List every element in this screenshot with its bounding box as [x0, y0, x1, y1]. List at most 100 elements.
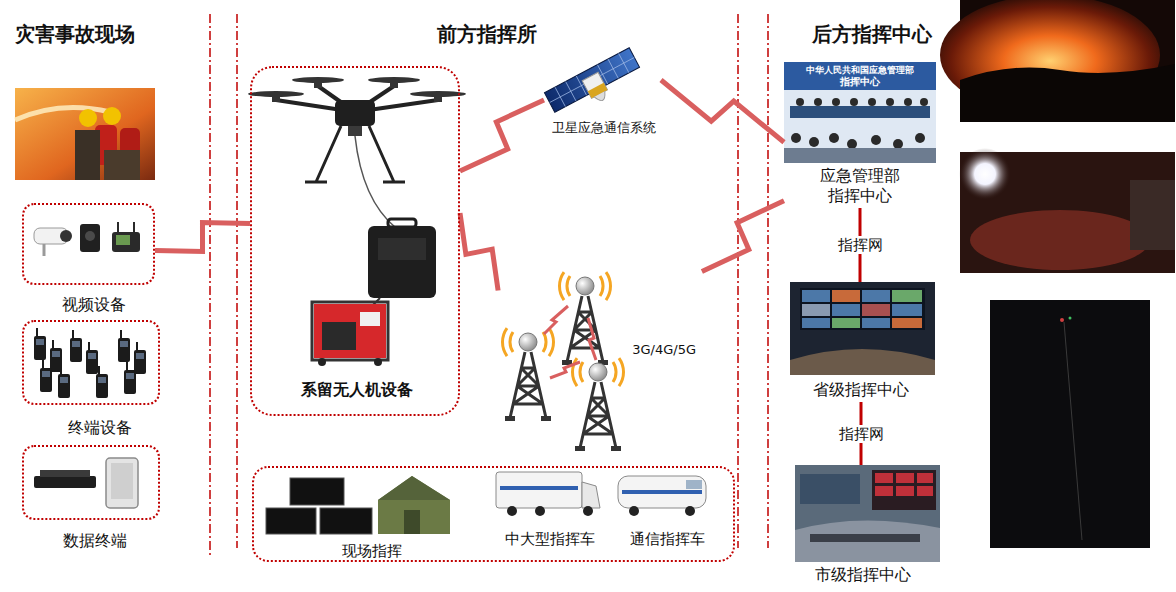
tethered-drone: [368, 226, 436, 298]
data-terminal-icons: [34, 458, 138, 508]
ministry-center-photo: [784, 62, 936, 163]
provincial-center-photo: [862, 290, 890, 302]
node-text: 通信指挥车: [630, 530, 705, 549]
terminal-device-icons: [118, 330, 130, 362]
section-separator: [767, 14, 769, 548]
terminal-device-icons: [96, 366, 108, 398]
video-device-icons: [133, 222, 135, 232]
wireless-link: [661, 80, 784, 142]
node-text: 数据终端: [63, 531, 127, 551]
video-device-icons: [116, 235, 130, 245]
field-command-icons: [496, 472, 582, 508]
ministry-center-photo: [893, 139, 903, 149]
provincial-center-photo: [832, 290, 860, 302]
satellite-icon: [544, 48, 645, 123]
section-separator: [209, 14, 211, 556]
field-command-icons: [266, 508, 316, 534]
field-command-icons: [618, 476, 706, 508]
provincial-center-photo: [790, 349, 935, 375]
tethered-drone: [314, 80, 322, 88]
section-title: 后方指挥中心: [812, 22, 932, 47]
provincial-center-photo: [802, 290, 830, 302]
provincial-center-photo: [802, 318, 830, 328]
provincial-center-photo: [862, 304, 890, 316]
city-center-photo: [795, 520, 940, 562]
edge-label: 指挥网: [836, 425, 887, 443]
night-scene-photo: [959, 148, 1011, 200]
firefighter-photo: [15, 88, 155, 180]
night-scene-photo: [970, 210, 1150, 270]
terminal-device-icons: [86, 342, 98, 374]
provincial-center-photo: [832, 304, 860, 316]
device-group: 视频设备: [22, 203, 155, 316]
field-command-icons: [404, 510, 420, 534]
ministry-center-photo: [814, 98, 822, 106]
video-device-icons: [34, 222, 140, 256]
dotted-frame: [22, 203, 155, 285]
ministry-center-photo: [886, 98, 894, 106]
city-center-photo: [800, 474, 860, 504]
terminal-device-icons: [58, 366, 70, 398]
field-command-icons: [378, 476, 450, 500]
ministry-center-photo: [791, 133, 801, 143]
provincial-center-photo: [892, 304, 922, 316]
fire-photo: [940, 0, 1175, 122]
city-center-photo: [875, 473, 933, 496]
video-device-icons: [80, 224, 100, 252]
wireless-link: [702, 201, 784, 272]
provincial-center-photo: [802, 304, 830, 316]
ministry-center-photo: [791, 98, 928, 149]
section-separator: [210, 14, 768, 556]
section-title: 灾害事故现场: [15, 22, 135, 47]
satellite-icon: [544, 48, 639, 112]
provincial-center-photo: [790, 282, 935, 375]
ministry-center-photo: [871, 135, 881, 145]
ministry-center-photo: [829, 133, 839, 143]
satellite-node: 卫星应急通信系统: [544, 40, 661, 140]
cellular-towers: [559, 272, 610, 365]
cellular-towers: [550, 362, 580, 378]
ministry-center-photo: [868, 98, 876, 106]
city-center-photo: [917, 473, 933, 483]
tethered-drone: [388, 219, 416, 227]
city-center-photo: [795, 465, 940, 562]
provincial-center-photo: [862, 318, 890, 328]
device-group: 终端设备: [22, 320, 160, 440]
field-command-icons: [622, 490, 702, 494]
firefighter-photo: [104, 150, 140, 180]
command-group: 现场指挥中大型指挥车通信指挥车: [252, 466, 735, 562]
provincial-center-photo: [802, 290, 922, 328]
field-command-icons: [266, 472, 706, 534]
city-center-photo: [896, 486, 914, 496]
ministry-center-photo: [915, 133, 925, 143]
section-title: 前方指挥所: [437, 22, 537, 47]
data-terminal-icons: [40, 470, 90, 477]
tethered-drone: [248, 77, 466, 102]
node-text: 应急管理部 指挥中心: [818, 166, 902, 206]
provincial-center-photo: [832, 318, 860, 328]
city-center-photo: [810, 534, 920, 542]
video-device-icons: [43, 244, 46, 256]
city-center-photo: [872, 470, 936, 510]
terminal-device-icons: [34, 328, 146, 398]
field-command-icons: [535, 506, 545, 516]
cellular-towers: [502, 328, 553, 421]
photo-caption: 中华人民共和国应急管理部: [806, 65, 914, 76]
node-text: 现场指挥: [342, 542, 402, 561]
field-command-icons: [290, 478, 344, 505]
cellular-towers: [588, 318, 596, 360]
provincial-center-photo: [892, 318, 922, 328]
tethered-drone: [355, 136, 396, 228]
firefighter-photo: [79, 109, 97, 127]
cellular-towers: [572, 358, 623, 451]
firefighter-photo: [103, 107, 121, 125]
wireless-link: [460, 100, 544, 171]
city-center-photo: [795, 465, 940, 562]
field-command-icons: [686, 480, 702, 489]
tethered-drone: [314, 304, 386, 358]
night-scene-photo: [1130, 180, 1175, 250]
